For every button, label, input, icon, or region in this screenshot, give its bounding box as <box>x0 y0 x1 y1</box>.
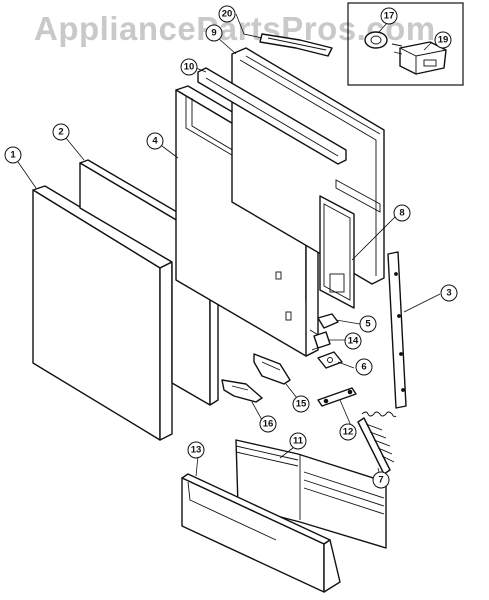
callout-20-label: 20 <box>222 9 233 20</box>
callout-11-label: 11 <box>293 436 304 447</box>
callout-8-label: 8 <box>399 208 404 219</box>
callout-2: 2 <box>52 123 70 141</box>
part-8-insert <box>319 179 381 309</box>
part-3-side-strip <box>387 251 407 409</box>
callout-17: 17 <box>380 7 398 25</box>
callout-19: 19 <box>434 31 452 49</box>
callout-17-label: 17 <box>384 11 395 22</box>
callout-16: 16 <box>259 415 277 433</box>
part-13-kickplate <box>181 473 341 593</box>
part-12-link <box>317 387 357 407</box>
callout-16-label: 16 <box>263 419 274 430</box>
part-20-handle <box>259 33 333 57</box>
callout-5: 5 <box>359 315 377 333</box>
callout-4: 4 <box>146 132 164 150</box>
part-15-bracket <box>253 353 291 385</box>
callout-19-label: 19 <box>438 35 449 46</box>
callout-1-label: 1 <box>10 150 16 161</box>
callout-2-label: 2 <box>58 127 63 138</box>
callout-9-label: 9 <box>211 28 216 39</box>
part-7-spring <box>357 411 397 475</box>
callout-9: 9 <box>205 24 223 42</box>
part-1-outer-panel <box>32 185 173 441</box>
callout-12: 12 <box>339 423 357 441</box>
part-17-washer <box>364 31 388 49</box>
callout-12-label: 12 <box>343 427 354 438</box>
callout-13-label: 13 <box>191 445 202 456</box>
callout-7-label: 7 <box>378 475 383 486</box>
callout-13: 13 <box>187 441 205 459</box>
callout-14: 14 <box>344 332 362 350</box>
part-10-top-trim <box>197 67 347 165</box>
callout-3: 3 <box>440 284 458 302</box>
callout-3-label: 3 <box>446 288 451 299</box>
callout-8: 8 <box>393 204 411 222</box>
callout-14-label: 14 <box>348 336 359 347</box>
part-19-switch <box>391 41 447 75</box>
callout-15: 15 <box>292 395 310 413</box>
callout-6: 6 <box>355 358 373 376</box>
part-5-latch <box>317 313 339 329</box>
callout-10: 10 <box>180 58 198 76</box>
part-16-bracket <box>221 379 263 403</box>
inset-box <box>347 2 464 86</box>
callout-7: 7 <box>372 471 390 489</box>
callout-4-label: 4 <box>152 136 158 147</box>
part-14-clip <box>313 331 331 349</box>
callout-20: 20 <box>218 5 236 23</box>
callout-1: 1 <box>4 146 22 164</box>
callout-5-label: 5 <box>365 319 371 330</box>
callout-6-label: 6 <box>361 362 366 373</box>
part-6-hinge <box>317 351 343 369</box>
callout-10-label: 10 <box>184 62 195 73</box>
callout-11: 11 <box>289 432 307 450</box>
callout-15-label: 15 <box>296 399 307 410</box>
